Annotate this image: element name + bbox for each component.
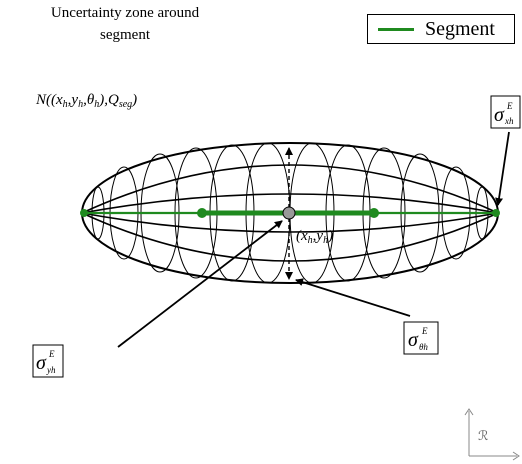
sigma-xh-symbol: σ — [494, 104, 505, 126]
center-label: (xh,yh) — [296, 228, 333, 246]
title-line-1: Uncertainty zone around — [50, 5, 200, 21]
sigma-yh-superscript: E — [48, 349, 55, 359]
legend-segment-swatch — [378, 28, 414, 31]
ellipsoid-latitude — [81, 164, 499, 214]
legend: Segment — [367, 14, 515, 44]
reference-frame — [464, 408, 520, 461]
axis-endpoint-left — [80, 209, 88, 217]
sigma-yh-arrow — [117, 220, 283, 348]
sigma-xh-superscript: E — [506, 101, 513, 111]
legend-segment-label: Segment — [425, 18, 495, 40]
sigma-xh-subscript: xh — [504, 116, 514, 126]
diagram-title: Uncertainty zone around segment — [0, 2, 250, 46]
center-point — [282, 206, 296, 220]
sigma-yh-symbol: σ — [36, 352, 47, 374]
sigma-theta-box: σ E θh — [403, 321, 439, 355]
axis-endpoint-right — [492, 209, 500, 217]
segment-endpoint-left — [197, 208, 207, 218]
segment-endpoint-right — [369, 208, 379, 218]
ellipsoid-latitude — [81, 212, 499, 262]
frame-y-arrowhead — [464, 408, 474, 416]
sigma-theta-symbol: σ — [408, 329, 419, 351]
sigma-theta-subscript: θh — [419, 342, 428, 352]
title-line-2: segment — [100, 27, 150, 43]
sigma-theta-arrow — [295, 278, 411, 317]
sigma-yh-box: σ E yh — [32, 344, 64, 378]
sigma-xh-box: σ E xh — [490, 95, 521, 129]
sigma-xh-arrow — [495, 131, 510, 206]
distribution-label: N((xh,yh,θh),Qseg) — [35, 92, 137, 110]
frame-x-arrowhead — [512, 451, 520, 461]
frame-label: ℛ — [478, 428, 488, 443]
sigma-theta-superscript: E — [421, 326, 428, 336]
sigma-yh-subscript: yh — [46, 365, 56, 375]
